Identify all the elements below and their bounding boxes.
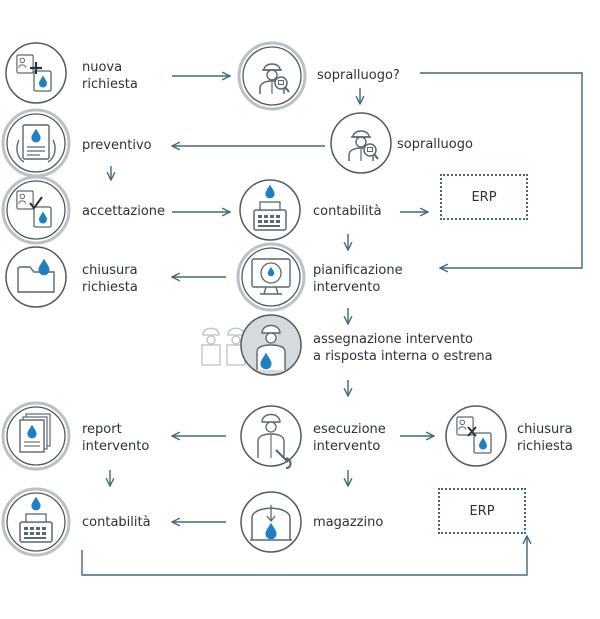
quote-document-icon: [1, 108, 71, 178]
connectors: [81, 72, 583, 576]
label-sopralluogo: sopralluogo: [397, 137, 473, 152]
folder-icon: [5, 246, 67, 308]
inspector-icon-2: [330, 112, 392, 174]
label-pianificazione: pianificazione intervento: [313, 263, 403, 295]
label-assegnazione: assegnazione intervento a risposta inter…: [313, 332, 493, 364]
new-request-icon: [5, 42, 67, 104]
acceptance-icon: [1, 175, 71, 245]
label-chiusura-richiesta: chiusura richiesta: [82, 263, 138, 295]
label-contabilita: contabilità: [313, 204, 382, 219]
technician-icon: [240, 405, 302, 470]
workers-icon: [201, 314, 302, 376]
label-sopralluogo-question: sopralluogo?: [317, 68, 400, 83]
label-magazzino: magazzino: [313, 515, 384, 530]
label-preventivo: preventivo: [82, 138, 152, 153]
label-nuova-richiesta: nuova richiesta: [82, 60, 138, 92]
cash-register-icon-2: [1, 487, 71, 557]
faded-worker-icon: [201, 327, 246, 366]
label-chiusura-richiesta-2: chiusura richiesta: [517, 422, 573, 454]
label-report: report intervento: [82, 422, 150, 454]
erp-box-2: ERP: [438, 488, 526, 534]
cash-register-icon: [239, 179, 301, 241]
inspector-icon: [237, 41, 307, 111]
arrow-sopralluogo-q-bypass: [420, 72, 583, 268]
label-esecuzione: esecuzione intervento: [313, 422, 386, 454]
close-request-icon: [445, 405, 507, 467]
erp-box: ERP: [440, 174, 528, 220]
label-accettazione: accettazione: [82, 204, 166, 219]
warehouse-icon: [240, 491, 302, 553]
label-contabilita-2: contabilità: [82, 515, 151, 530]
report-icon: [1, 401, 71, 471]
arrow-contabilita-to-erp-bottom: [81, 536, 527, 576]
monitor-clock-icon: [236, 242, 306, 312]
